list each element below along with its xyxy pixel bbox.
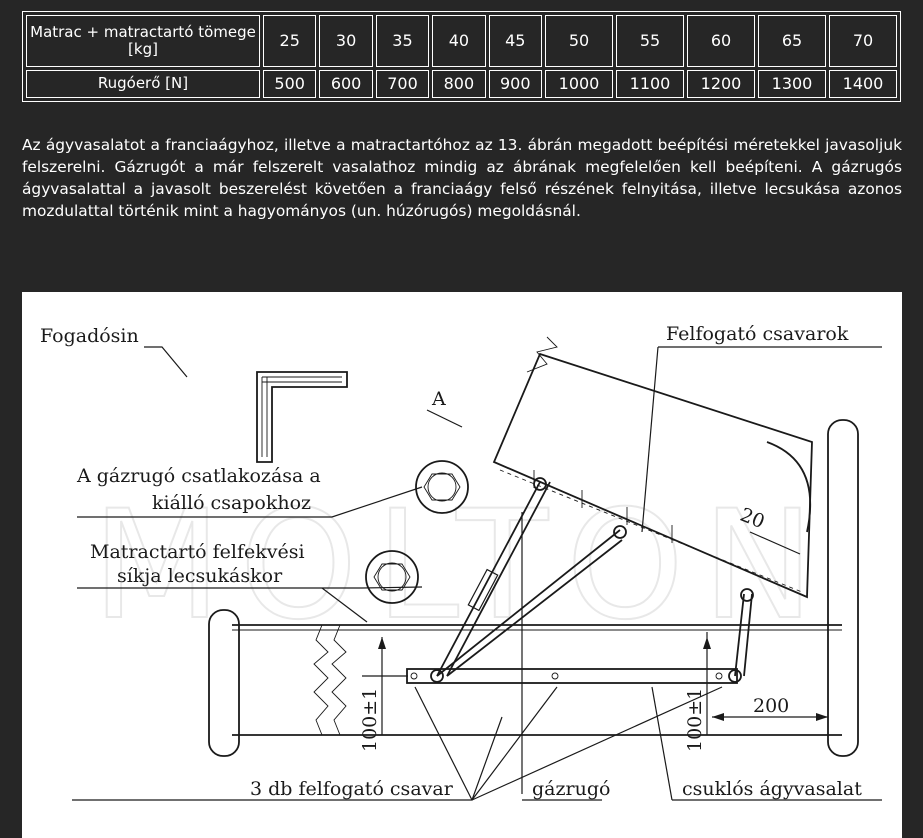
label-dim-100-left: 100±1 [359,688,381,752]
label-csatlakozas-line2: kiálló csapokhoz [152,492,311,514]
label-fogadosin: Fogadósin [40,325,139,347]
technical-drawing-svg: MOLTON [40,323,882,801]
table-cell: 1200 [687,70,755,98]
dimension-lines [362,531,828,735]
gas-spring [436,477,754,677]
installation-paragraph: Az ágyvasalatot a franciaágyhoz, illetve… [22,136,902,220]
mattress-frame [492,336,813,599]
table-cell: 65 [758,15,826,67]
table-header-mass: Matrac + matractartó tömege [kg] [26,15,260,67]
table-cell: 70 [829,15,897,67]
label-dim-100-right: 100±1 [684,688,706,752]
table-cell: 50 [545,15,613,67]
table-cell: 1000 [545,70,613,98]
detail-circle-2 [365,550,419,604]
table-cell: 500 [263,70,317,98]
table-cell: 40 [432,15,486,67]
label-view-a: A [431,388,446,410]
label-gazrugo: gázrugó [532,778,610,800]
table-cell: 55 [616,15,684,67]
table-row-mass: Matrac + matractartó tömege [kg] 25 30 3… [26,15,897,67]
label-dim-200: 200 [753,695,789,717]
spring-force-table: Matrac + matractartó tömege [kg] 25 30 3… [22,11,901,102]
angle-profile-hatch [261,376,342,457]
label-csatlakozas-line1: A gázrugó csatlakozása a [76,465,321,487]
table-cell: 700 [375,70,430,98]
label-3db-csavar: 3 db felfogató csavar [250,778,454,800]
table-row-force: Rugóerő [N] 500 600 700 800 900 1000 110… [26,70,897,98]
leader-lines [72,346,882,801]
table-cell: 35 [375,15,430,67]
label-felfekves-line1: Matractartó felfekvési [90,541,305,563]
table-cell: 900 [488,70,542,98]
label-csuklos-agyvasalat: csuklós ágyvasalat [682,778,862,800]
table-header-force: Rugóerő [N] [26,70,260,98]
table-cell: 1100 [616,70,684,98]
table-cell: 1300 [758,70,826,98]
hinge-bar [406,668,742,684]
table-cell: 600 [319,70,373,98]
label-felfogato-csavarok: Felfogató csavarok [666,323,849,345]
table-cell: 1400 [829,70,897,98]
table-cell: 800 [432,70,486,98]
installation-drawing: MOLTON [22,292,902,838]
angle-profile [256,371,348,463]
table-cell: 45 [488,15,542,67]
table-cell: 30 [319,15,373,67]
detail-circle-1 [415,460,469,514]
table-cell: 60 [687,15,755,67]
table-cell: 25 [263,15,317,67]
label-felfekves-line2: síkja lecsukáskor [117,565,283,587]
